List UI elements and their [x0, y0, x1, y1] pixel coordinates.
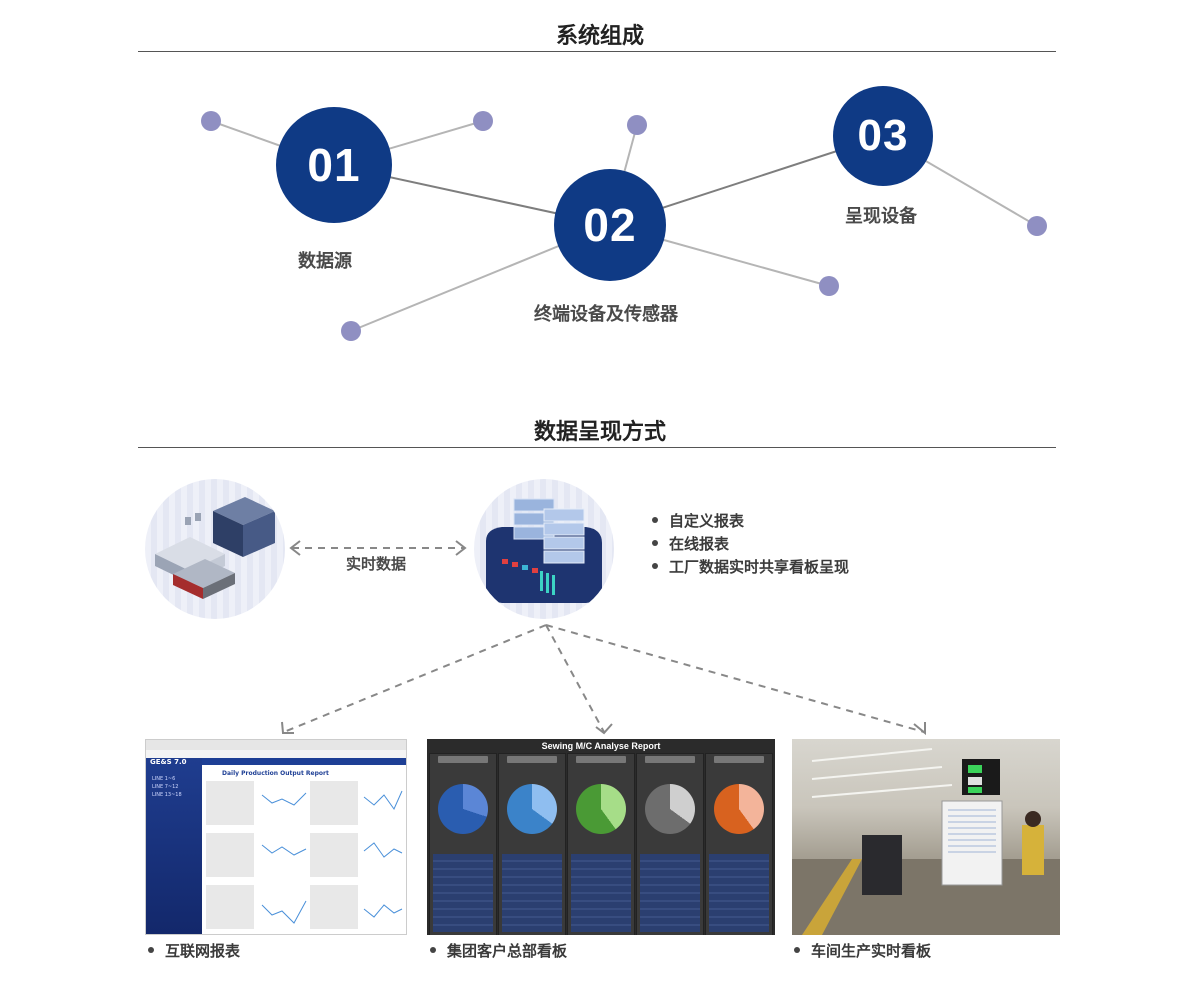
web-side-item: LINE 13~18: [152, 792, 182, 798]
node-label-display: 呈现设备: [845, 206, 917, 227]
arrow-head-branch-left: [281, 721, 294, 734]
bullet-dot: [430, 946, 436, 953]
feature-item: 工厂数据实时共享看板呈现: [652, 556, 849, 579]
feature-label: 自定义报表: [669, 512, 745, 530]
bullet-dot: [148, 946, 154, 953]
bullet-dot: [794, 946, 800, 953]
node-label-terminals: 终端设备及传感器: [534, 304, 678, 325]
dashboard-table: [640, 854, 700, 932]
web-sidebar: [146, 758, 202, 934]
workshop-scene-illustration: [792, 748, 1060, 935]
factory-illustration: [145, 479, 285, 619]
caption-text: 车间生产实时看板: [811, 942, 932, 960]
web-logo: GE&S 7.0: [150, 758, 187, 766]
dashboard-tab: [438, 756, 488, 763]
dashboard-tab: [576, 756, 626, 763]
branch-arrow-right: [545, 624, 925, 733]
server-illustration: [474, 479, 614, 619]
satellite-dot: [627, 115, 647, 135]
satellite-dot: [201, 111, 221, 131]
pie-chart: [714, 784, 764, 834]
node-01: 01: [276, 107, 392, 223]
hq-dashboard-screenshot: Sewing M/C Analyse Report: [427, 739, 775, 935]
dashboard-tab: [714, 756, 764, 763]
arrow-head-branch-middle: [595, 723, 613, 735]
branch-arrow-left: [283, 624, 547, 733]
section-title-presentation: 数据呈现方式: [533, 420, 666, 445]
pie-chart: [507, 784, 557, 834]
web-report-title: Daily Production Output Report: [222, 770, 329, 777]
satellite-dot: [473, 111, 493, 131]
factory-buildings-icon: [155, 497, 275, 599]
pie-chart: [438, 784, 488, 834]
output-caption-hq: 集团客户总部看板: [430, 940, 567, 961]
dashboard-column: [636, 753, 704, 935]
bullet-dot: [652, 539, 658, 546]
server-cloud-icon: [486, 498, 602, 603]
web-report-body: Daily Production Output Report: [202, 765, 406, 934]
node-03: 03: [833, 86, 933, 186]
dashboard-table: [571, 854, 631, 932]
dashboard-column: [567, 753, 635, 935]
satellite-dot: [1027, 216, 1047, 236]
bullet-dot: [652, 516, 658, 523]
satellite-dot: [819, 276, 839, 296]
feature-label: 工厂数据实时共享看板呈现: [669, 558, 850, 576]
dashboard-column: [429, 753, 497, 935]
arrow-head-branch-right: [913, 722, 926, 736]
feature-item: 在线报表: [652, 533, 849, 556]
caption-text: 集团客户总部看板: [447, 942, 568, 960]
pie-chart: [576, 784, 626, 834]
branch-arrow-middle: [545, 624, 605, 733]
web-report-charts: [206, 781, 403, 929]
output-caption-workshop: 车间生产实时看板: [794, 940, 931, 961]
dashboard-column: [498, 753, 566, 935]
dashboard-table: [502, 854, 562, 932]
web-side-item: LINE 1~6: [152, 776, 176, 782]
workshop-board-photo: [792, 739, 1060, 935]
caption-text: 互联网报表: [165, 942, 241, 960]
realtime-data-label: 实时数据: [346, 555, 407, 573]
satellite-dot: [341, 321, 361, 341]
node-label-data-source: 数据源: [298, 251, 352, 272]
arrow-head-left: [289, 540, 301, 556]
bullet-dot: [652, 562, 658, 569]
web-report-screenshot: GE&S 7.0 LINE 1~6 LINE 7~12 LINE 13~18 D…: [145, 739, 407, 935]
dashboard-tab: [645, 756, 695, 763]
feature-label: 在线报表: [669, 535, 730, 553]
dashboard-table: [709, 854, 769, 932]
feature-list: 自定义报表 在线报表 工厂数据实时共享看板呈现: [652, 510, 849, 579]
title-rule: [138, 447, 1056, 448]
output-caption-web: 互联网报表: [148, 940, 240, 961]
dashboard-table: [433, 854, 493, 932]
arrow-head-right: [455, 540, 467, 556]
dashboard-tab: [507, 756, 557, 763]
feature-item: 自定义报表: [652, 510, 849, 533]
web-header-bar: [202, 758, 406, 765]
section-title-composition: 系统组成: [555, 24, 644, 49]
browser-tab-bar: [146, 740, 406, 750]
node-02: 02: [554, 169, 666, 281]
pie-chart: [645, 784, 695, 834]
dashboard-title: Sewing M/C Analyse Report: [541, 741, 661, 751]
title-rule: [138, 51, 1056, 52]
web-side-item: LINE 7~12: [152, 784, 179, 790]
dashboard-column: [705, 753, 773, 935]
